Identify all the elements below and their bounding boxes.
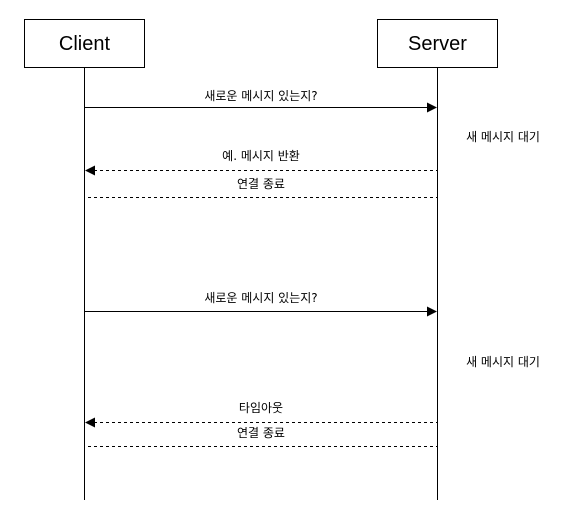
wait-note-2: 새 메시지 대기 bbox=[466, 355, 540, 369]
request-message-label-2: 새로운 메시지 있는지? bbox=[204, 291, 317, 305]
server-label: Server bbox=[408, 33, 467, 55]
wait-note: 새 메시지 대기 bbox=[466, 130, 540, 144]
client-label: Client bbox=[59, 33, 111, 55]
response-arrowhead bbox=[85, 165, 95, 176]
timeout-arrowhead bbox=[85, 417, 95, 428]
client-box bbox=[24, 19, 145, 68]
close-message-label: 연결 종료 bbox=[237, 177, 285, 191]
timeout-message-label: 타임아웃 bbox=[239, 401, 283, 415]
server-box bbox=[377, 19, 498, 68]
request-message-label: 새로운 메시지 있는지? bbox=[204, 89, 317, 103]
close-message-label-2: 연결 종료 bbox=[237, 426, 285, 440]
request-arrowhead-2 bbox=[427, 306, 437, 317]
request-arrowhead bbox=[427, 102, 437, 113]
response-message-label: 예. 메시지 반환 bbox=[222, 149, 300, 163]
